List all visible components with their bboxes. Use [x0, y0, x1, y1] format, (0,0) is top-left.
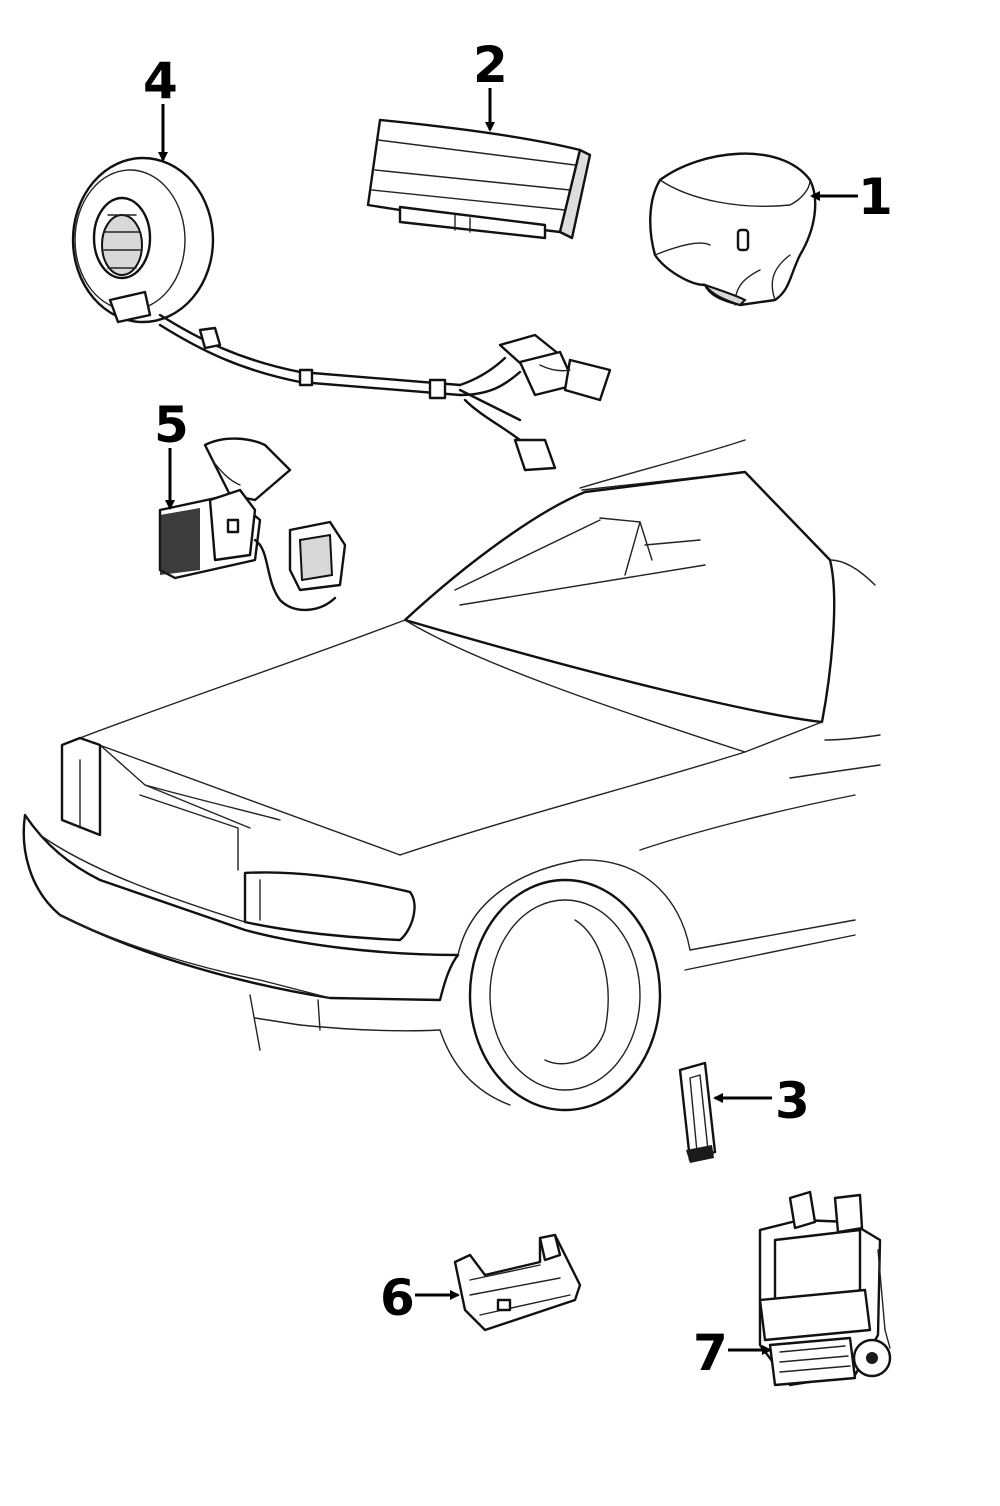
- callout-numbers: 1 2 3 4 5 6 7: [143, 36, 893, 1382]
- impact-sensor-part: [678, 1061, 717, 1163]
- callout-2: 2: [473, 36, 508, 94]
- callout-5: 5: [154, 396, 189, 454]
- callout-1: 1: [858, 168, 893, 226]
- vehicle-outline: [22, 439, 881, 1112]
- front-sensor-part: [158, 437, 347, 612]
- callout-7: 7: [693, 1324, 728, 1382]
- callout-6: 6: [380, 1269, 415, 1327]
- callout-arrows: [158, 88, 858, 1355]
- control-module-part: [758, 1190, 892, 1387]
- callout-4: 4: [143, 52, 178, 110]
- driver-airbag-part: [649, 152, 817, 307]
- callout-3: 3: [775, 1072, 810, 1130]
- module-bracket-part: [453, 1233, 582, 1332]
- passenger-airbag-part: [366, 118, 592, 240]
- clock-spring-part: [71, 156, 612, 472]
